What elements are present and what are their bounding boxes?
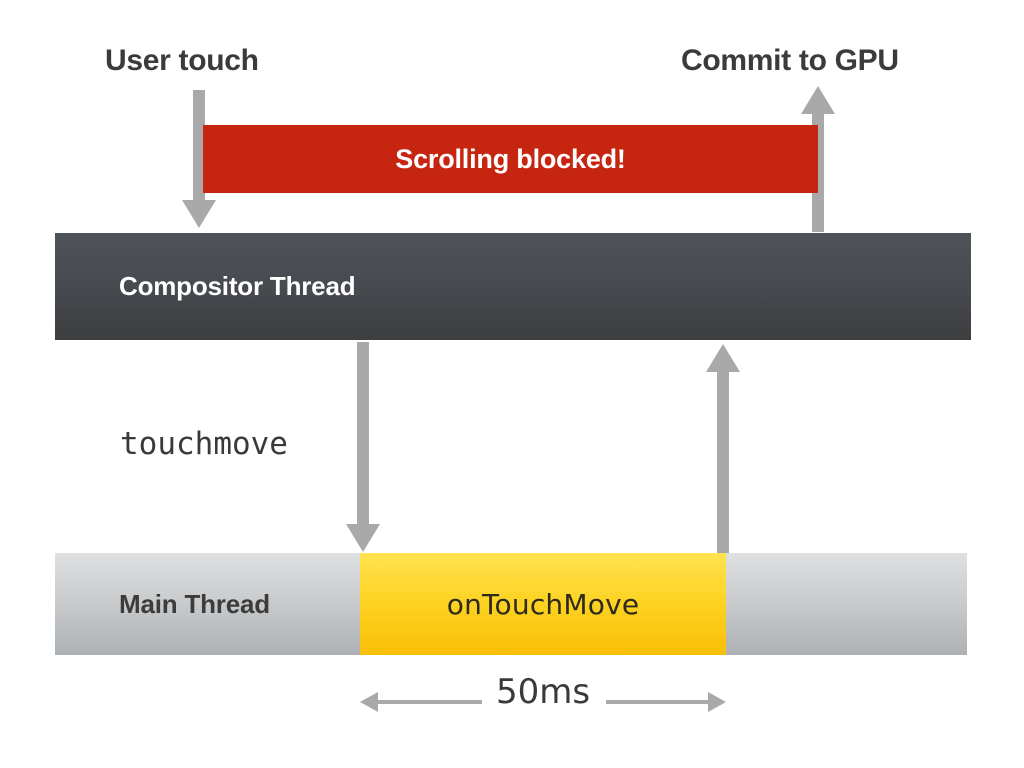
label-commit-to-gpu: Commit to GPU [681, 44, 899, 77]
arrow-down-icon [346, 524, 380, 552]
lane-compositor-thread: Compositor Thread [55, 233, 971, 340]
arrow-left-icon [360, 692, 378, 712]
arrow-return-shaft [717, 370, 729, 555]
arrow-user-touch-shaft [193, 90, 205, 202]
arrow-down-icon [182, 200, 216, 228]
measure-line-left [376, 700, 482, 704]
arrow-right-icon [708, 692, 726, 712]
lane-main-thread-label: Main Thread [119, 588, 270, 619]
label-touchmove-event: touchmove [120, 426, 288, 462]
lane-compositor-thread-label: Compositor Thread [119, 271, 356, 301]
measure-line-right [606, 700, 710, 704]
arrow-up-icon [706, 344, 740, 372]
label-user-touch: User touch [105, 44, 259, 77]
task-block-ontouchmove-label: onTouchMove [446, 587, 640, 621]
arrow-touchmove-shaft [357, 342, 369, 526]
scrolling-blocked-banner: Scrolling blocked! [203, 125, 818, 193]
scrolling-blocked-label: Scrolling blocked! [395, 143, 626, 174]
task-block-ontouchmove: onTouchMove [360, 553, 726, 655]
arrow-up-icon [801, 86, 835, 114]
duration-measure-label: 50ms [495, 672, 591, 712]
duration-measure: 50ms [360, 672, 726, 740]
